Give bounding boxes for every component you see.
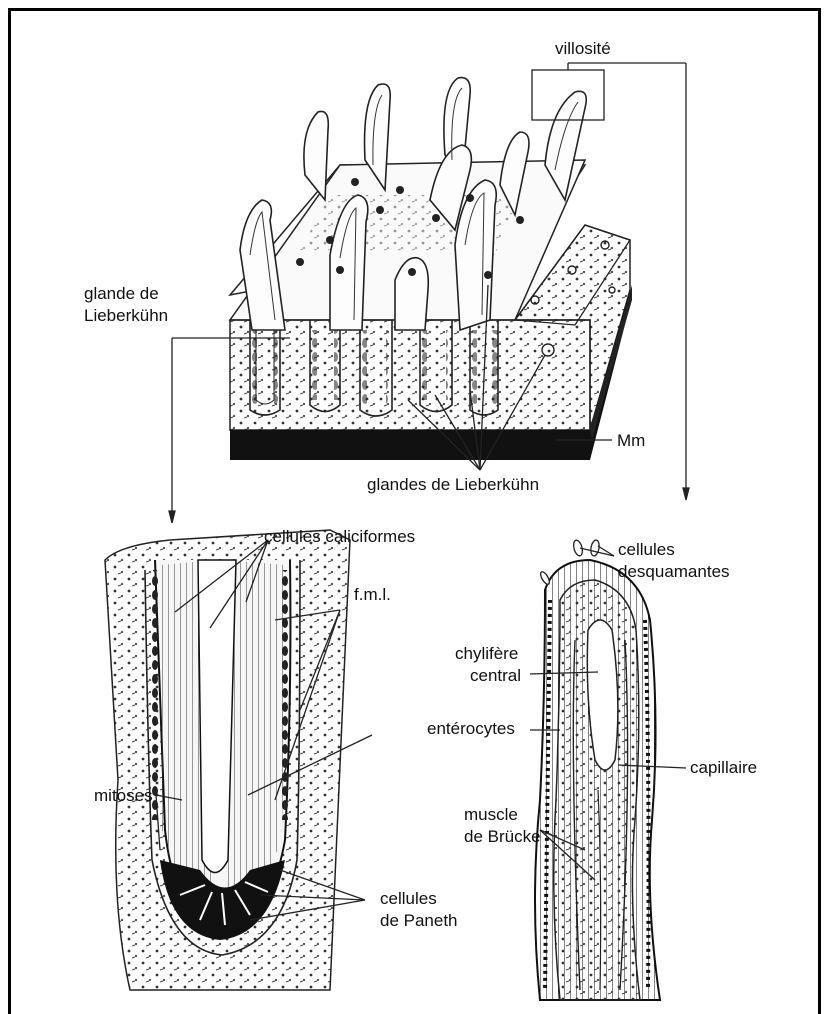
label-enterocytes: entérocytes [427,718,515,739]
label-cellules-desquamantes-2: desquamantes [618,561,730,582]
mucosa-block [230,78,632,460]
label-cellules-paneth-2: de Paneth [380,910,458,931]
label-glande-de: glande de [84,283,159,304]
label-villosite: villosité [555,38,611,59]
label-lieberkuhn: Lieberkühn [84,305,168,326]
label-cellules-desquamantes-1: cellules [618,539,675,560]
label-muscle: muscle [464,804,518,825]
crypt-detail [105,530,350,990]
label-de-brucke: de Brücke [464,826,541,847]
label-cellules-paneth-1: cellules [380,888,437,909]
label-fml: f.m.l. [354,584,391,605]
label-cellules-caliciformes: cellules caliciformes [264,526,415,547]
label-mm: Mm [617,430,645,451]
label-central: central [470,665,521,686]
label-mitoses: mitoses [94,785,153,806]
label-capillaire: capillaire [690,757,757,778]
villus-detail [535,539,660,1000]
label-chylifere: chylifère [455,643,518,664]
label-glandes-de-lieberkuhn: glandes de Lieberkühn [367,474,539,495]
